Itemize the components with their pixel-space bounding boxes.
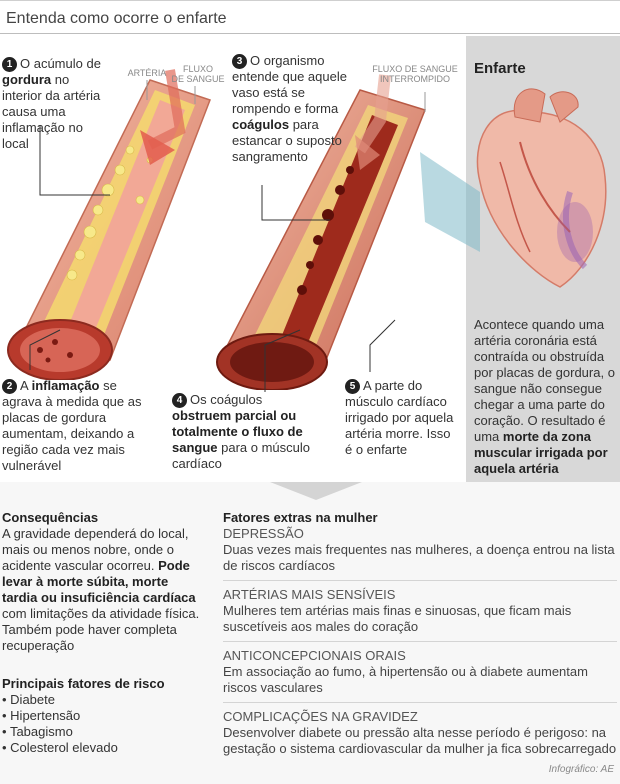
factor-head: COMPLICAÇÕES NA GRAVIDEZ <box>223 709 418 724</box>
step-1-pre: O acúmulo de <box>20 56 101 71</box>
step-3-badge: 3 <box>232 54 247 69</box>
step-3-post: para estancar o suposto sangramento <box>232 117 342 164</box>
step-4-badge: 4 <box>172 393 187 408</box>
section-pointer <box>270 482 362 500</box>
factor-head: DEPRESSÃO <box>223 526 304 541</box>
factor-desc: Mulheres tem artérias mais finas e sinuo… <box>223 603 572 634</box>
page-title: Entenda como ocorre o enfarte <box>0 0 620 34</box>
right-column: Fatores extras na mulher DEPRESSÃO Duas … <box>223 510 617 769</box>
consequences-pre: A gravidade dependerá do local, mais ou … <box>2 526 189 573</box>
factor-head: ANTICONCEPCIONAIS ORAIS <box>223 648 406 663</box>
artery-illustration-2 <box>216 74 426 390</box>
step-5-pre: A parte do músculo cardíaco irrigado por… <box>345 378 454 457</box>
label-fluxo-interrompido: FLUXO DE SANGUE INTERROMPIDO <box>360 64 470 84</box>
factor-desc: Desenvolver diabete ou pressão alta ness… <box>223 725 617 756</box>
factor-arteries: ARTÉRIAS MAIS SENSÍVEIS Mulheres tem art… <box>223 587 617 642</box>
consequences-post: com limitações da atividade física. Tamb… <box>2 606 200 653</box>
factor-desc: Em associação ao fumo, à hipertensão ou … <box>223 664 588 695</box>
artery-illustration-1 <box>7 69 211 380</box>
consequences-title: Consequências <box>2 510 99 525</box>
factor-contraceptives: ANTICONCEPCIONAIS ORAIS Em associação ao… <box>223 648 617 703</box>
infarct-text: Acontece quando uma artéria coronária es… <box>474 317 618 477</box>
step-3-bold: coágulos <box>232 117 290 132</box>
women-title: Fatores extras na mulher <box>223 510 378 525</box>
step-2-badge: 2 <box>2 379 17 394</box>
label-fluxo-interrompido-text: FLUXO DE SANGUE INTERROMPIDO <box>372 64 458 84</box>
risk-item: Hipertensão <box>2 708 207 724</box>
step-1-bold: gordura <box>2 72 52 87</box>
factor-desc: Duas vezes mais frequentes nas mulheres,… <box>223 542 615 573</box>
step-1-badge: 1 <box>2 57 17 72</box>
risk-item: Colesterol elevado <box>2 740 207 756</box>
leader-lines <box>29 80 426 392</box>
risk-item: Diabete <box>2 692 207 708</box>
step-2-bold: inflamação <box>31 378 100 393</box>
step-4-bold: obstruem parcial ou totalmente o fluxo d… <box>172 408 303 455</box>
risk-title: Principais fatores de risco <box>2 676 165 691</box>
credit: Infográfico: AE <box>548 764 614 775</box>
consequences-text: A gravidade dependerá do local, mais ou … <box>2 526 207 654</box>
consequences-bold: Pode levar à morte súbita, morte tardia … <box>2 558 196 605</box>
factor-pregnancy: COMPLICAÇÕES NA GRAVIDEZ Desenvolver dia… <box>223 709 617 763</box>
risk-list: Diabete Hipertensão Tabagismo Colesterol… <box>2 692 207 756</box>
label-fluxo-text: FLUXO DE SANGUE <box>171 64 225 84</box>
step-4-post: para o músculo cardíaco <box>172 440 311 471</box>
risk-item: Tabagismo <box>2 724 207 740</box>
factor-head: ARTÉRIAS MAIS SENSÍVEIS <box>223 587 396 602</box>
step-3-pre: O organismo entende que aquele vaso está… <box>232 53 347 116</box>
label-arteria: ARTÉRIA <box>127 68 167 78</box>
step-1-post: no interior da artéria causa uma inflama… <box>2 72 101 151</box>
step-2-pre: A <box>20 378 32 393</box>
factor-depression: DEPRESSÃO Duas vezes mais frequentes nas… <box>223 526 617 581</box>
step-5-badge: 5 <box>345 379 360 394</box>
step-4-pre: Os coágulos <box>190 392 263 407</box>
left-column: Consequências A gravidade dependerá do l… <box>2 510 207 756</box>
step-2-post: se agrava à medida que as placas de gord… <box>2 378 142 473</box>
infarct-text-pre: Acontece quando uma artéria coronária es… <box>474 317 615 444</box>
infarct-text-bold: morte da zona muscular irrigada por aque… <box>474 429 608 476</box>
heart-illustration <box>420 88 607 288</box>
infarct-title: Enfarte <box>474 60 526 77</box>
label-fluxo: FLUXO DE SANGUE <box>168 64 228 84</box>
